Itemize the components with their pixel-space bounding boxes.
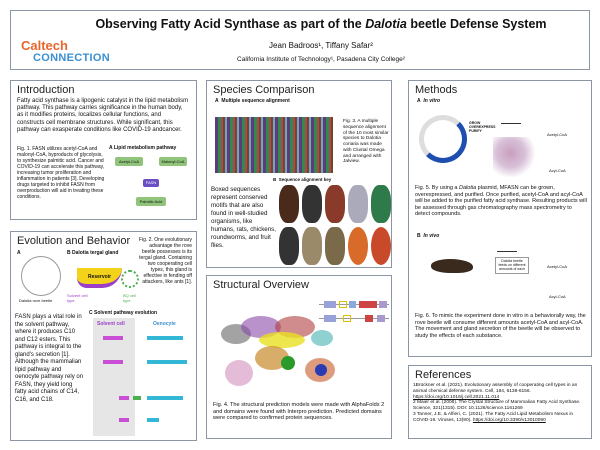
affiliations: California Institute of Technology¹, Pas… bbox=[237, 56, 405, 63]
logo-caltech: Caltech bbox=[21, 38, 68, 53]
species-body: Boxed sequences represent conserved moti… bbox=[211, 186, 276, 250]
fasn-structure-image bbox=[493, 137, 537, 177]
figure-caption: Fig. 3. A multiple sequence alignment of… bbox=[343, 119, 389, 165]
arrow-icon bbox=[501, 123, 521, 124]
solvent-pathway-figure: C Solvent pathway evolution Solvent cell… bbox=[89, 310, 195, 438]
protein-structure-image bbox=[215, 316, 335, 388]
intro-body: Fatty acid synthase is a lipogenic catal… bbox=[17, 98, 189, 133]
reference-item: 3 Tanner, J.E. & Alfieri, C. (2021). The… bbox=[413, 411, 574, 423]
acyl-coa-label: Acyl-CoA bbox=[549, 168, 566, 173]
reference-item: 1Brückner et al. (2021). Evolutionary as… bbox=[413, 383, 578, 400]
rove-beetle-image bbox=[431, 259, 473, 273]
logo-connection: CONNECTION bbox=[33, 52, 110, 64]
plasmid-icon bbox=[419, 115, 467, 163]
structural-overview-section: Structural Overview Fig. 4. The structur… bbox=[206, 275, 392, 439]
figure-caption: Fig. 6. To mimic the experiment done in … bbox=[415, 313, 586, 339]
figure-caption: Fig. 4. The structural prediction models… bbox=[213, 402, 385, 422]
poster-header: Observing Fatty Acid Synthase as part of… bbox=[10, 10, 590, 70]
figure-caption: Fig. 5. By using a Dalotia plasmid, MFAS… bbox=[415, 185, 587, 218]
node-malonyl-coa: Malonyl-CoA bbox=[159, 157, 187, 166]
section-heading: Introduction bbox=[17, 84, 75, 96]
beetle-drawing bbox=[21, 256, 61, 296]
species-comparison-section: Species Comparison A Multiple sequence a… bbox=[206, 80, 392, 268]
introduction-section: Introduction Fatty acid synthase is a li… bbox=[10, 80, 197, 220]
section-heading: Evolution and Behavior bbox=[17, 235, 131, 247]
reservoir-label: Reservoir bbox=[77, 268, 122, 288]
reference-link[interactable]: https://doi.org/10.3390/v13010090 bbox=[472, 417, 546, 423]
authors: Jean Badroos¹, Tiffany Safar² bbox=[269, 41, 373, 50]
domain-diagram bbox=[319, 300, 389, 330]
beetle-species-grid bbox=[279, 185, 391, 265]
figure-caption: Fig. 2. One evolutionary advantage the r… bbox=[138, 237, 192, 285]
poster-title: Observing Fatty Acid Synthase as part of… bbox=[95, 17, 547, 31]
lipid-pathway-figure: A Lipid metabolism pathway Acetyl-CoA Ma… bbox=[109, 145, 195, 217]
section-heading: References bbox=[415, 369, 472, 381]
reference-link[interactable]: https://doi.org/10.1016/j.cell.2021.11.0… bbox=[413, 394, 500, 400]
tergal-gland-figure: A Dalotia rove beetle B Dalotia tergal g… bbox=[17, 250, 139, 308]
methods-section: Methods A In vitro GROW OVEREXPRESS PURI… bbox=[408, 80, 592, 357]
sequence-alignment-image bbox=[215, 117, 333, 173]
node-fasn: FASN bbox=[143, 179, 159, 187]
section-heading: Species Comparison bbox=[213, 84, 315, 96]
figure-caption: Fig. 1. FASN utilizes acetyl-CoA and mal… bbox=[17, 146, 105, 200]
evolution-body: FASN plays a vital role in the solvent p… bbox=[15, 314, 84, 403]
section-heading: Methods bbox=[415, 84, 458, 96]
section-heading: Structural Overview bbox=[213, 279, 309, 291]
node-palmitic-acid: Palmitic Acid bbox=[136, 197, 166, 206]
node-acetyl-coa: Acetyl-CoA bbox=[115, 157, 143, 166]
evolution-section: Evolution and Behavior Fig. 2. One evolu… bbox=[10, 231, 197, 441]
reference-item: 2 Maier et al. (2008). The Crystal Struc… bbox=[413, 400, 581, 411]
references-section: References 1Brückner et al. (2021). Evol… bbox=[408, 365, 592, 439]
arrow-icon bbox=[497, 251, 517, 252]
acetyl-coa-label: Acetyl-CoA bbox=[547, 132, 568, 137]
